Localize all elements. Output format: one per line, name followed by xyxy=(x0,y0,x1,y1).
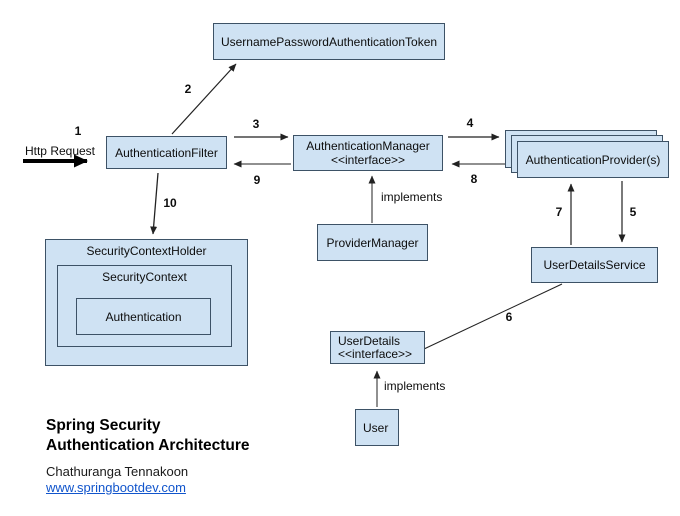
step-label-6: 6 xyxy=(505,310,513,324)
author-name: Chathuranga Tennakoon xyxy=(46,464,189,479)
node-authentication-manager: AuthenticationManager <<interface>> xyxy=(293,135,443,171)
diagram-title: Spring Security Authentication Architect… xyxy=(46,416,250,456)
step-label-10: 10 xyxy=(163,196,177,210)
step-label-3: 3 xyxy=(252,117,260,131)
node-label: AuthenticationProvider(s) xyxy=(525,152,661,167)
line-step-6 xyxy=(423,283,563,350)
step-label-8: 8 xyxy=(470,172,478,186)
node-user: User xyxy=(355,409,399,446)
step-label-4: 4 xyxy=(466,116,474,130)
node-label: User xyxy=(363,420,389,435)
step-label-7: 7 xyxy=(555,205,563,219)
implements-label-provider-manager: implements xyxy=(381,190,443,204)
diagram-title-line2: Authentication Architecture xyxy=(46,437,250,454)
website-link[interactable]: www.springbootdev.com xyxy=(46,480,186,495)
node-label-line1: UserDetails xyxy=(338,333,401,348)
node-label: UsernamePasswordAuthenticationToken xyxy=(220,34,438,49)
node-user-details: UserDetails <<interface>> xyxy=(330,331,425,364)
node-authentication: Authentication xyxy=(76,298,211,335)
http-request-label: Http Request xyxy=(24,144,96,158)
step-label-2: 2 xyxy=(184,82,192,96)
node-provider-manager: ProviderManager xyxy=(317,224,428,261)
implements-label-user: implements xyxy=(384,379,446,393)
node-label: Authentication xyxy=(105,309,182,324)
node-label-line2: <<interface>> xyxy=(338,346,413,361)
step-label-1: 1 xyxy=(74,124,82,138)
arrow-step-2 xyxy=(171,63,237,135)
node-authentication-provider: AuthenticationProvider(s) xyxy=(517,141,669,178)
node-label: SecurityContextHolder xyxy=(86,244,207,258)
node-username-password-authentication-token: UsernamePasswordAuthenticationToken xyxy=(213,23,445,60)
node-label-line2: <<interface>> xyxy=(330,153,406,167)
step-label-9: 9 xyxy=(253,173,261,187)
node-user-details-service: UserDetailsService xyxy=(531,247,658,283)
node-label-line1: AuthenticationManager xyxy=(306,139,430,153)
node-label: SecurityContext xyxy=(102,270,187,284)
node-authentication-filter: AuthenticationFilter xyxy=(106,136,227,169)
diagram-title-line1: Spring Security xyxy=(46,417,161,434)
step-label-5: 5 xyxy=(629,205,637,219)
node-label: ProviderManager xyxy=(326,235,419,250)
node-label: AuthenticationFilter xyxy=(115,145,218,160)
node-label: UserDetailsService xyxy=(543,258,646,272)
arrow-step-10 xyxy=(150,172,159,235)
